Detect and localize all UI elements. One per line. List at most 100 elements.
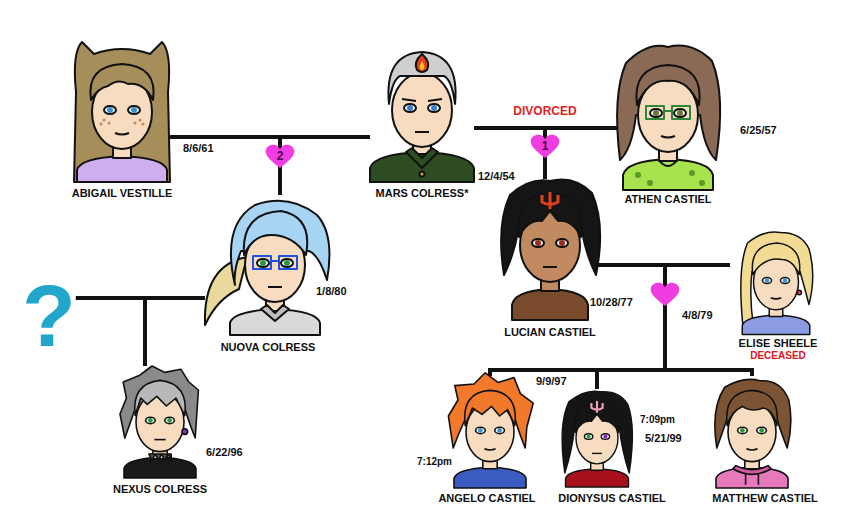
nexus-portrait-part [124, 457, 196, 478]
family-line [665, 265, 752, 376]
family-line [545, 128, 618, 179]
abigail-portrait-part [104, 106, 116, 114]
lucian-portrait-part [518, 193, 581, 237]
mars-portrait-part [407, 105, 413, 111]
nexus-portrait-part [165, 417, 175, 423]
nexus-portrait-part [148, 418, 153, 423]
birth-date: 6/25/57 [740, 124, 777, 137]
angelo-portrait-part [478, 428, 483, 433]
nexus-portrait-part [146, 417, 156, 423]
person-node: NEXUS COLRESS6/22/96 [124, 366, 196, 478]
elise-portrait-part [741, 232, 813, 327]
dionysus-portrait [562, 391, 632, 487]
person-name: ATHEN CASTIEL [624, 193, 711, 206]
nuova-portrait-part [279, 256, 297, 269]
person-name: ANGELO CASTIEL [438, 492, 535, 505]
marriage-heart [651, 283, 680, 306]
relationship-note: DIVORCED [513, 104, 576, 118]
nuova-portrait-part [257, 259, 269, 267]
athen-portrait-part [650, 109, 662, 117]
elise-portrait [741, 232, 813, 335]
dionysus-portrait-part [575, 402, 619, 433]
abigail-portrait-part [131, 107, 137, 113]
person-name: NEXUS COLRESS [113, 483, 207, 496]
abigail-portrait-part [142, 123, 145, 126]
person-name: ABIGAIL VESTILLE [72, 187, 173, 200]
marriage-number: 2 [277, 149, 284, 163]
dionysus-portrait-part [591, 401, 602, 413]
mars-portrait-part [404, 104, 416, 112]
athen-portrait-part [646, 106, 664, 119]
person-name: MARS COLRESS* [376, 187, 469, 200]
nuova-portrait-part [244, 211, 307, 255]
dionysus-portrait-part [584, 434, 592, 440]
dionysus-portrait-part [566, 469, 629, 487]
nexus-portrait-part [182, 429, 188, 435]
person-node: ABIGAIL VESTILLE8/6/61 [74, 42, 170, 182]
elise-portrait-part [765, 278, 770, 283]
elise-portrait-part [771, 298, 782, 299]
marriage-heart-part [651, 283, 680, 306]
dionysus-portrait-part [592, 453, 602, 454]
mars-portrait-part [402, 99, 442, 101]
nexus-portrait-part [167, 418, 172, 423]
angelo-portrait [448, 373, 533, 488]
abigail-portrait-part [139, 119, 142, 122]
birth-time: 7:12pm [417, 456, 452, 468]
athen-portrait-part [661, 136, 675, 138]
mars-portrait-part [406, 148, 438, 168]
angelo-portrait-part [454, 467, 526, 488]
matthew-portrait-part [746, 449, 757, 450]
person-node: ANGELO CASTIEL7:12pm [455, 376, 527, 488]
birth-date: 1/8/80 [316, 285, 347, 298]
athen-portrait-part [635, 172, 641, 178]
lucian-portrait-part [542, 192, 558, 209]
athen-portrait-part [664, 110, 672, 112]
nuova-portrait-part [268, 286, 282, 288]
person-node: ATHEN CASTIEL6/25/57 [618, 43, 720, 190]
marriage-heart-part [531, 135, 560, 158]
angelo-portrait-part [476, 427, 486, 433]
birth-time: 7:09pm [640, 414, 675, 426]
person-name: ELISE SHEELE [739, 337, 818, 350]
matthew-portrait-part [746, 474, 759, 485]
dionysus-portrait-part [603, 435, 607, 439]
birth-date: 12/4/54 [478, 170, 515, 183]
mars-portrait-part [416, 54, 428, 72]
elise-portrait-part [742, 315, 810, 335]
nuova-portrait-part [260, 260, 266, 266]
angelo-portrait-part [497, 428, 502, 433]
athen-portrait-part [617, 46, 720, 160]
lucian-portrait-part [532, 239, 544, 247]
elise-portrait-part [781, 278, 790, 284]
dionysus-portrait-part [587, 435, 591, 439]
athen-portrait-part [658, 159, 678, 166]
elise-portrait-part [783, 278, 788, 283]
lucian-portrait [501, 180, 600, 321]
person-name: DIONYSUS CASTIEL [558, 492, 666, 505]
person-node: NUOVA COLRESS1/8/80 [205, 195, 330, 335]
mars-portrait-part [388, 52, 455, 104]
birth-date: 5/21/99 [645, 432, 682, 445]
athen-portrait-part [653, 110, 659, 116]
unknown-mark: ? [22, 272, 76, 360]
mars-portrait [370, 52, 474, 182]
person-node: ELISE SHEELEDECEASED4/8/79 [730, 230, 825, 335]
birth-date: 8/6/61 [183, 142, 214, 155]
nexus-portrait-part [154, 439, 165, 441]
elise-portrait-part [797, 290, 802, 295]
birth-date: 6/22/96 [206, 446, 243, 459]
elise-portrait-part [763, 278, 772, 284]
family-line [490, 265, 665, 376]
nuova-portrait-part [284, 260, 290, 266]
matthew-portrait [715, 379, 791, 488]
person-node: MARS COLRESS*12/4/54 [370, 52, 474, 182]
athen-portrait-part [699, 180, 705, 186]
abigail-portrait-part [103, 119, 106, 122]
marriage-heart [531, 135, 560, 158]
athen-portrait-part [689, 170, 695, 176]
nuova-portrait-part [253, 256, 271, 269]
